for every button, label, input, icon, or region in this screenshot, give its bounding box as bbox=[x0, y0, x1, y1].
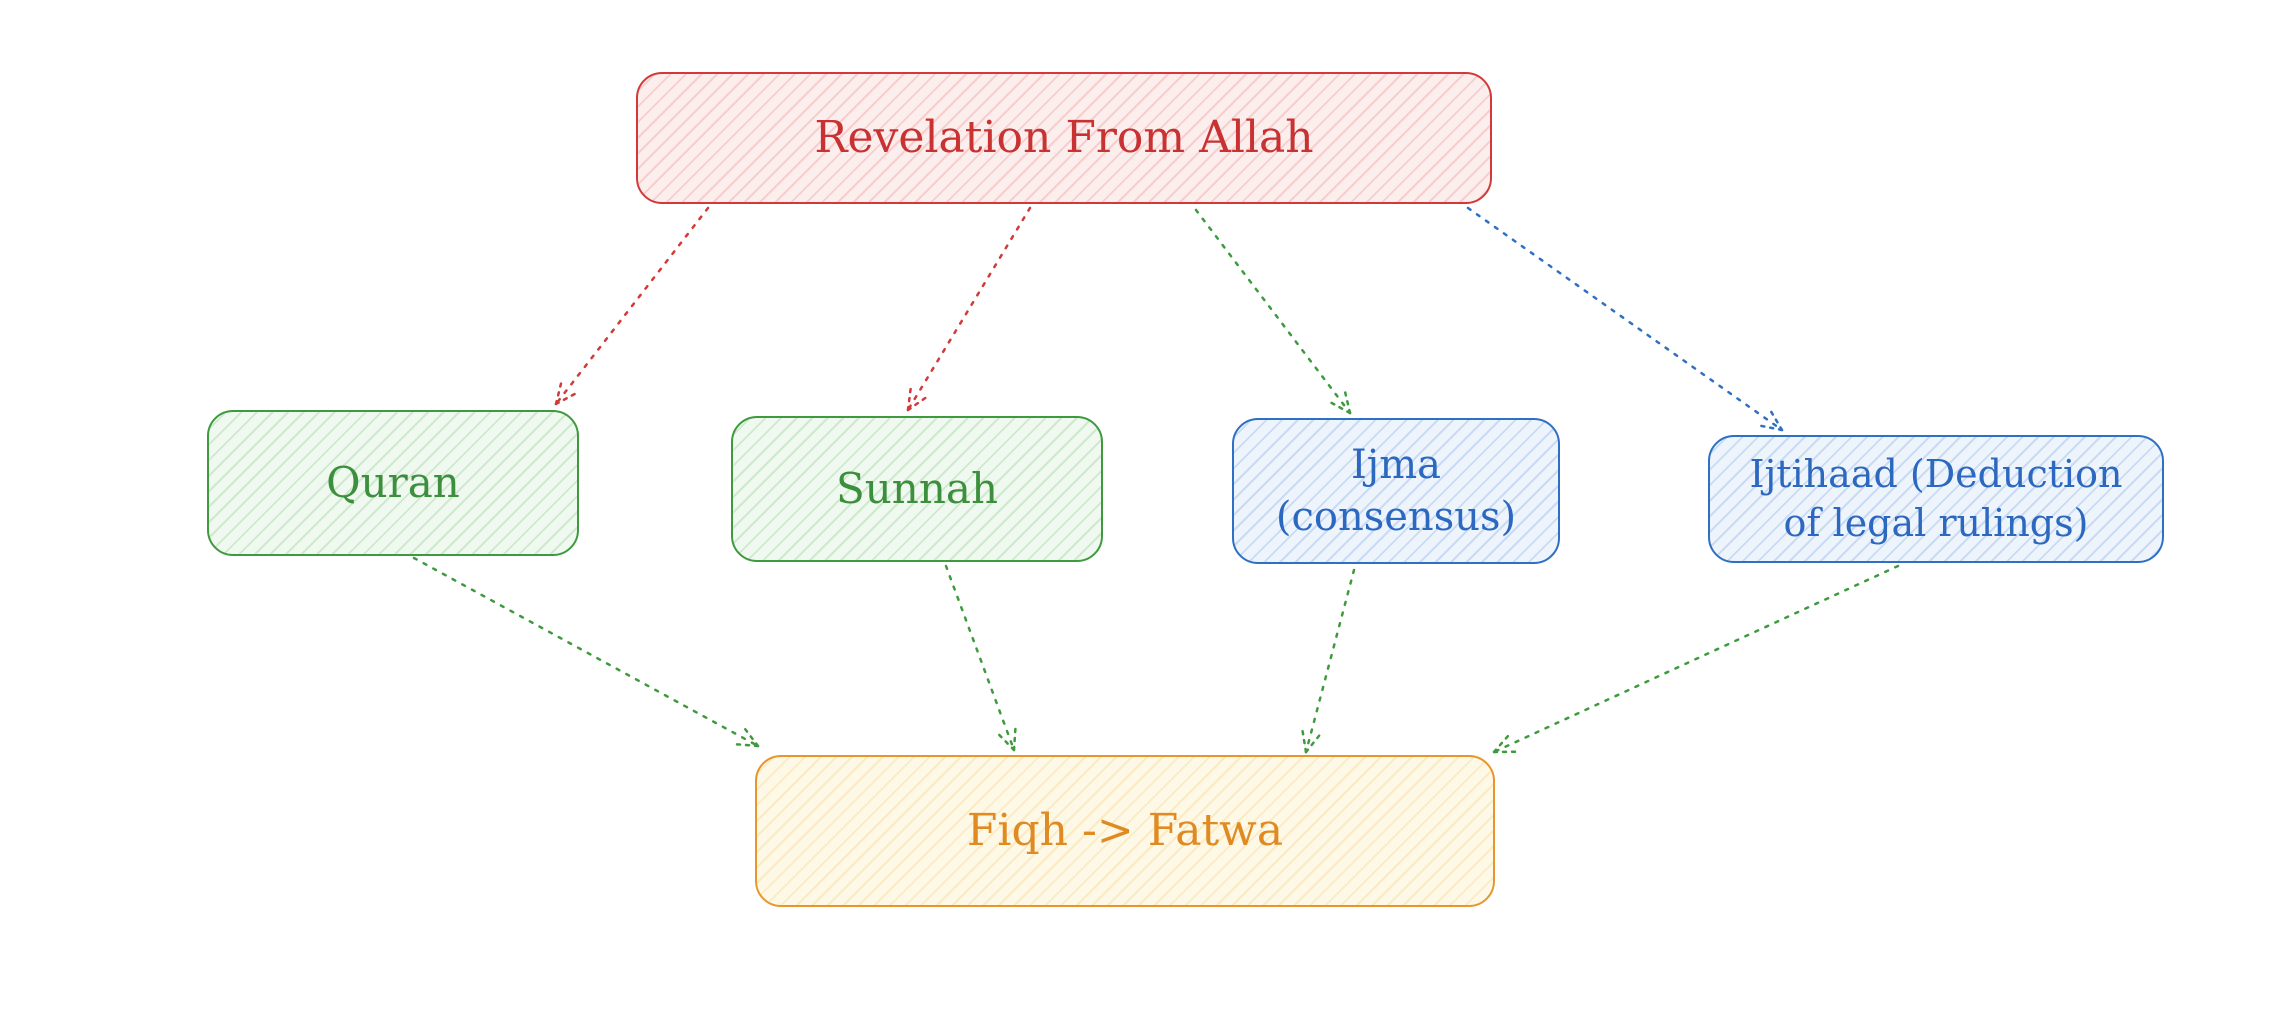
arrowhead-icon bbox=[1342, 386, 1352, 415]
edge-revelation-to-ijma bbox=[1194, 208, 1352, 415]
node-revelation-from-allah[interactable]: Revelation From Allah bbox=[636, 72, 1492, 204]
arrowhead-icon bbox=[1767, 406, 1784, 432]
arrowhead-icon bbox=[1304, 730, 1324, 754]
arrowhead-icon bbox=[994, 730, 1016, 752]
edge-sunnah-to-fiqh bbox=[944, 564, 1017, 752]
node-ijtihaad[interactable]: Ijtihaad (Deduction of legal rulings) bbox=[1708, 435, 2164, 563]
edge-line bbox=[1466, 206, 1784, 432]
edge-line bbox=[1304, 568, 1356, 754]
node-fiqh-fatwa[interactable]: Fiqh -> Fatwa bbox=[755, 755, 1495, 907]
arrowhead-icon bbox=[1492, 731, 1513, 754]
node-ijma[interactable]: Ijma (consensus) bbox=[1232, 418, 1560, 564]
arrowhead-icon bbox=[554, 390, 581, 406]
arrowhead-icon bbox=[554, 377, 564, 406]
arrowhead-icon bbox=[906, 393, 931, 412]
edge-ijma-to-fiqh bbox=[1300, 568, 1356, 754]
edge-line bbox=[1492, 564, 1900, 754]
edge-line bbox=[906, 206, 1032, 412]
arrowhead-icon bbox=[906, 382, 913, 412]
edge-revelation-to-ijtihaad bbox=[1466, 206, 1784, 432]
arrowhead-icon bbox=[730, 742, 760, 748]
node-ijma-label: Ijma (consensus) bbox=[1275, 442, 1517, 540]
edge-line bbox=[412, 556, 760, 748]
edge-revelation-to-quran bbox=[554, 206, 710, 406]
node-quran[interactable]: Quran bbox=[207, 410, 579, 556]
arrowhead-icon bbox=[1755, 423, 1784, 432]
node-sunnah[interactable]: Sunnah bbox=[731, 416, 1103, 562]
node-revelation-label: Revelation From Allah bbox=[814, 112, 1314, 164]
edge-revelation-to-sunnah bbox=[906, 206, 1032, 412]
node-sunnah-label: Sunnah bbox=[835, 463, 998, 513]
edge-line bbox=[554, 206, 710, 406]
arrowhead-icon bbox=[741, 724, 760, 748]
node-fiqh-label: Fiqh -> Fatwa bbox=[966, 805, 1284, 857]
edge-line bbox=[1194, 208, 1352, 415]
arrowhead-icon bbox=[1300, 725, 1308, 754]
node-ijtihaad-label: Ijtihaad (Deduction of legal rulings) bbox=[1749, 451, 2123, 545]
arrowhead-icon bbox=[1012, 722, 1017, 752]
edge-line bbox=[944, 564, 1016, 752]
edge-ijtihaad-to-fiqh bbox=[1492, 564, 1900, 754]
arrowhead-icon bbox=[1325, 399, 1352, 415]
node-quran-label: Quran bbox=[326, 457, 460, 507]
edge-quran-to-fiqh bbox=[412, 556, 760, 748]
